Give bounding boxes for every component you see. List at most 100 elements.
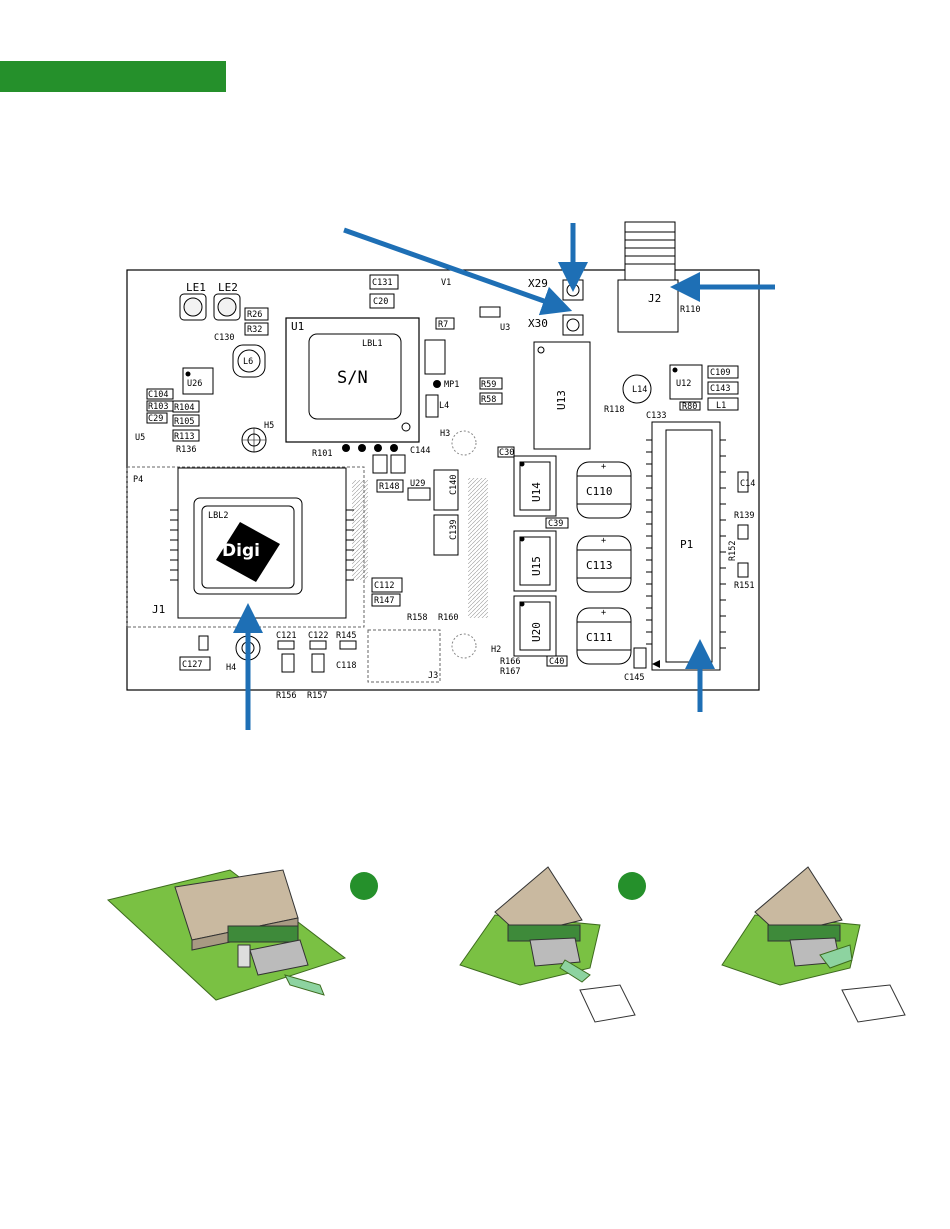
connector-j3: J3 xyxy=(367,629,441,683)
svg-text:C40: C40 xyxy=(549,657,564,667)
svg-text:R158: R158 xyxy=(407,613,427,623)
mount-h5: H5 xyxy=(241,421,274,453)
svg-text:LBL1: LBL1 xyxy=(362,339,382,349)
svg-text:R7: R7 xyxy=(438,320,448,330)
step-marker-1 xyxy=(350,872,378,900)
svg-text:C139: C139 xyxy=(449,520,459,540)
svg-text:U26: U26 xyxy=(187,379,202,389)
section-header-bar xyxy=(0,61,226,92)
svg-text:X30: X30 xyxy=(528,317,548,330)
svg-text:R103: R103 xyxy=(148,402,168,412)
cap-c113: C113 + xyxy=(576,535,632,593)
svg-text:C127: C127 xyxy=(182,660,202,670)
svg-text:U29: U29 xyxy=(410,479,425,489)
svg-text:R32: R32 xyxy=(247,325,262,335)
chip-u14: U14 xyxy=(513,455,557,517)
svg-text:R58: R58 xyxy=(481,395,496,405)
svg-text:R118: R118 xyxy=(604,405,624,415)
svg-text:LE2: LE2 xyxy=(218,281,238,294)
blue-arrows xyxy=(233,223,775,730)
svg-text:R139: R139 xyxy=(734,511,754,521)
led-le2: LE2 xyxy=(213,281,241,321)
svg-text:P1: P1 xyxy=(680,538,693,551)
svg-text:C112: C112 xyxy=(374,581,394,591)
digi-logo: Digi xyxy=(216,522,280,582)
chip-u15: U15 xyxy=(513,530,557,592)
svg-text:C145: C145 xyxy=(624,673,644,683)
led-le1: LE1 xyxy=(179,281,207,321)
svg-text:U5: U5 xyxy=(135,433,145,443)
svg-text:H3: H3 xyxy=(440,429,450,439)
svg-text:R148: R148 xyxy=(379,482,399,492)
connector-p1: P1 xyxy=(651,421,721,671)
j2-label: J2 xyxy=(648,292,661,305)
svg-text:R105: R105 xyxy=(174,417,194,427)
svg-text:LBL2: LBL2 xyxy=(208,511,228,521)
svg-text:R104: R104 xyxy=(174,403,194,413)
svg-text:+: + xyxy=(601,462,606,472)
svg-text:L4: L4 xyxy=(439,401,449,411)
svg-text:C130: C130 xyxy=(214,333,234,343)
svg-text:R59: R59 xyxy=(481,380,496,390)
svg-text:R110: R110 xyxy=(680,305,700,315)
svg-text:U12: U12 xyxy=(676,379,691,389)
svg-text:X29: X29 xyxy=(528,277,548,290)
svg-text:C133: C133 xyxy=(646,411,666,421)
svg-text:L14: L14 xyxy=(632,385,647,395)
cap-c111: C111 + xyxy=(576,607,632,665)
svg-text:V1: V1 xyxy=(441,278,451,288)
svg-text:C20: C20 xyxy=(373,297,388,307)
svg-text:R167: R167 xyxy=(500,667,520,677)
sn-label: S/N xyxy=(337,368,368,388)
svg-text:U3: U3 xyxy=(500,323,510,333)
step-marker-2 xyxy=(618,872,646,900)
svg-text:R147: R147 xyxy=(374,596,394,606)
svg-text:R151: R151 xyxy=(734,581,754,591)
cap-c110: C110 + xyxy=(576,461,632,519)
svg-text:C30: C30 xyxy=(499,448,514,458)
svg-text:J3: J3 xyxy=(428,671,438,681)
svg-text:R166: R166 xyxy=(500,657,520,667)
mount-h2: H2 xyxy=(451,633,501,659)
svg-text:C109: C109 xyxy=(710,368,730,378)
svg-text:U1: U1 xyxy=(291,320,304,333)
mount-h3: H3 xyxy=(440,429,477,456)
inductor-l6: L6 xyxy=(232,344,266,378)
svg-text:H4: H4 xyxy=(226,663,236,673)
svg-text:C113: C113 xyxy=(586,559,613,572)
svg-text:R145: R145 xyxy=(336,631,356,641)
illustration-insert-sim-2 xyxy=(459,866,636,1023)
svg-text:MP1: MP1 xyxy=(444,380,459,390)
svg-text:H2: H2 xyxy=(491,645,501,655)
svg-text:U15: U15 xyxy=(530,556,543,576)
svg-text:Digi: Digi xyxy=(222,541,260,561)
svg-text:C110: C110 xyxy=(586,485,613,498)
svg-text:C122: C122 xyxy=(308,631,328,641)
rf-connector: J2 xyxy=(617,221,679,333)
mp-pads: MP1 R101 xyxy=(312,380,459,459)
svg-text:U14: U14 xyxy=(530,482,543,502)
svg-text:C14: C14 xyxy=(740,479,755,489)
svg-text:U20: U20 xyxy=(530,622,543,642)
sim-holder-j1: P4 J1 LBL2 Digi xyxy=(126,466,365,628)
svg-text:R80: R80 xyxy=(682,402,697,412)
illustration-insert-sim-1 xyxy=(106,869,347,1001)
svg-text:C118: C118 xyxy=(336,661,356,671)
svg-text:R160: R160 xyxy=(438,613,458,623)
svg-text:C121: C121 xyxy=(276,631,296,641)
svg-text:L6: L6 xyxy=(243,357,253,367)
chip-u20: U20 xyxy=(513,595,557,657)
svg-text:+: + xyxy=(601,536,606,546)
svg-text:R156: R156 xyxy=(276,691,296,701)
svg-text:P4: P4 xyxy=(133,475,143,485)
svg-text:R152: R152 xyxy=(728,541,738,561)
svg-text:H5: H5 xyxy=(264,421,274,431)
svg-text:R101: R101 xyxy=(312,449,332,459)
illustration-insert-sim-3 xyxy=(721,866,906,1023)
svg-text:C143: C143 xyxy=(710,384,730,394)
svg-text:U13: U13 xyxy=(555,390,568,410)
svg-text:R157: R157 xyxy=(307,691,327,701)
svg-text:LE1: LE1 xyxy=(186,281,206,294)
svg-text:C29: C29 xyxy=(148,414,163,424)
